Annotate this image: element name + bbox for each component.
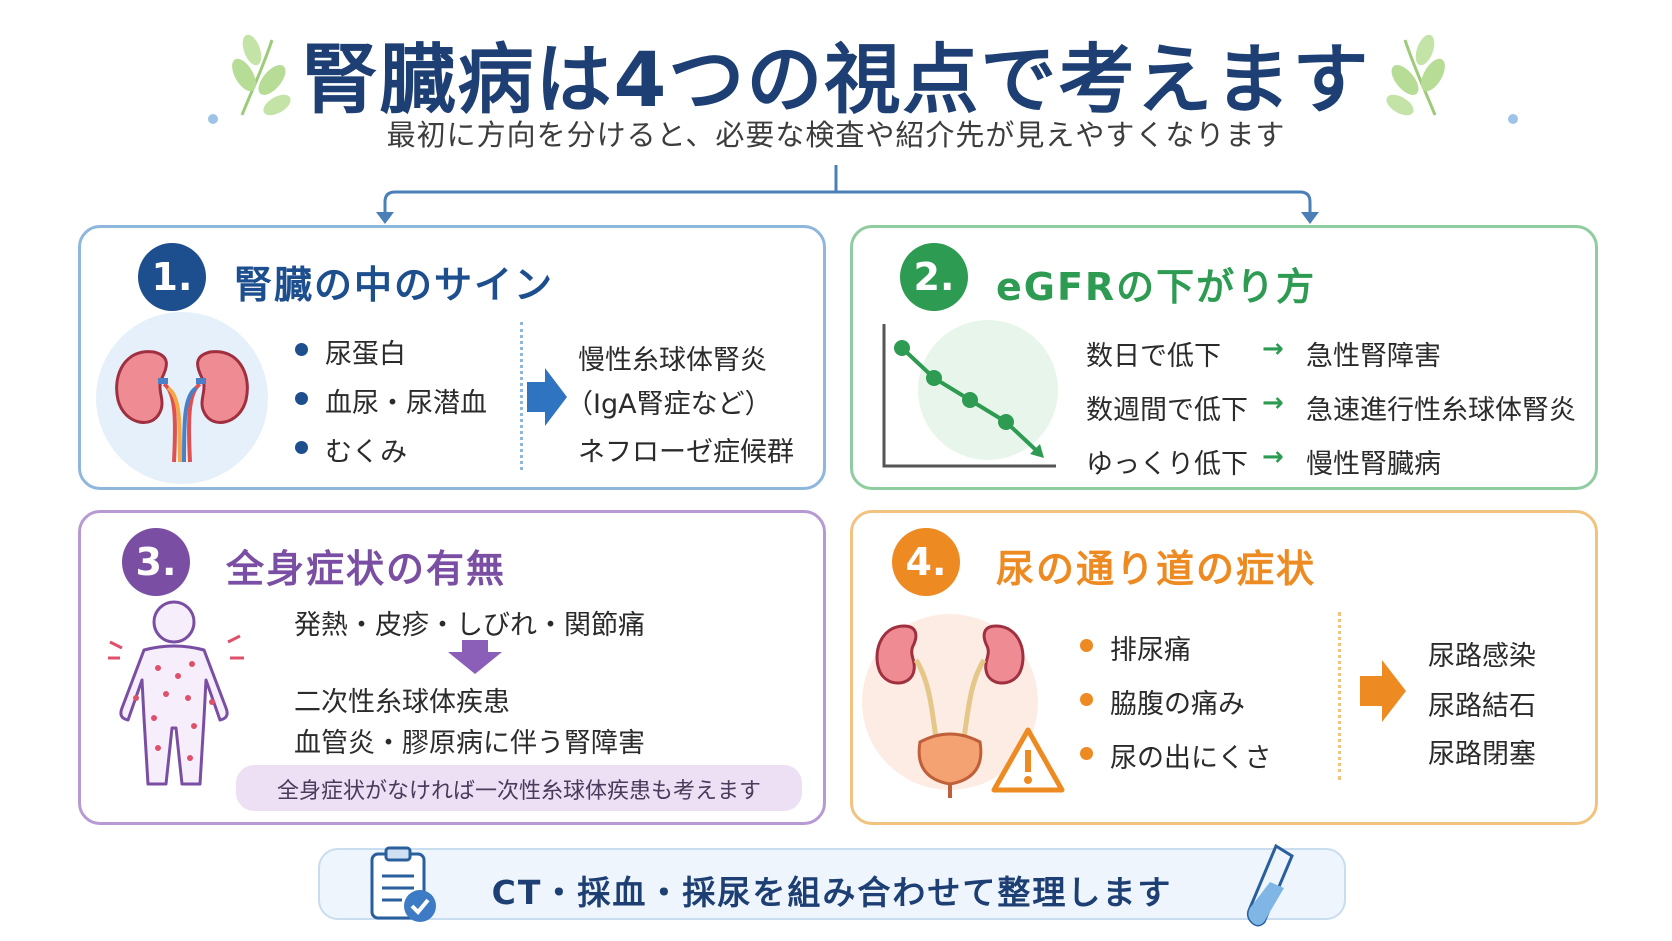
- card-1-bullet-1: 尿蛋白: [325, 339, 406, 370]
- card-2-result-1: 急性腎障害: [1306, 341, 1441, 372]
- card-3-note: 全身症状がなければ一次性糸球体疾患も考えます: [276, 779, 761, 804]
- arrow-right-icon: [1360, 660, 1406, 722]
- footer-bar: [318, 848, 1346, 920]
- urinary-tract-icon: [862, 614, 1038, 798]
- card-4-result-1: 尿路感染: [1428, 641, 1536, 672]
- bullet: [295, 441, 308, 454]
- decor-dot: [1508, 114, 1518, 124]
- card-1-result-2: （IgA腎症など）: [566, 389, 772, 420]
- arrow-right-icon: →: [1262, 388, 1284, 418]
- card-2-cause-3: ゆっくり低下: [1086, 449, 1248, 480]
- card-1-result-1: 慢性糸球体腎炎: [578, 345, 767, 376]
- card-3-result-1: 二次性糸球体疾患: [294, 687, 510, 718]
- bullet: [1080, 747, 1093, 760]
- card-2-cause-1: 数日で低下: [1086, 341, 1221, 372]
- card-4-bullet-3: 尿の出にくさ: [1110, 743, 1272, 774]
- card-3-result-2: 血管炎・膠原病に伴う腎障害: [294, 728, 645, 759]
- branch-connector: [376, 165, 1319, 224]
- page-title: 腎臓病は4つの視点で考えます: [301, 35, 1371, 124]
- card-1-bullet-3: むくみ: [325, 437, 408, 468]
- card-3-number: 3.: [122, 528, 190, 596]
- card-2-cause-2: 数週間で低下: [1086, 395, 1248, 426]
- card-4-result-2: 尿路結石: [1428, 691, 1536, 722]
- card-4-number: 4.: [892, 528, 960, 596]
- arrow-right-icon: [527, 368, 567, 426]
- card-3-title: 全身症状の有無: [226, 547, 507, 591]
- note-pill: [236, 765, 802, 811]
- card-2-result-3: 慢性腎臓病: [1306, 449, 1441, 480]
- arrow-right-icon: →: [1262, 334, 1284, 364]
- bullet: [295, 392, 308, 405]
- card-3-symptoms: 発熱・皮疹・しびれ・関節痛: [294, 610, 645, 641]
- arrow-right-icon: →: [1262, 442, 1284, 472]
- leaf-left-icon: [232, 34, 291, 116]
- bullet: [295, 343, 308, 356]
- kidneys-icon: [96, 312, 268, 484]
- card-2-title: eGFRの下がり方: [996, 265, 1317, 309]
- body-rash-icon: [108, 600, 244, 786]
- declining-graph-icon: [882, 320, 1058, 468]
- card-2-number: 2.: [900, 243, 968, 311]
- decor-dot: [208, 114, 218, 124]
- card-4-bullet-1: 排尿痛: [1110, 635, 1191, 666]
- card-2-result-2: 急速進行性糸球体腎炎: [1306, 395, 1576, 426]
- divider: [520, 322, 523, 470]
- card-1-bullet-2: 血尿・尿潜血: [325, 388, 487, 419]
- card-4-result-3: 尿路閉塞: [1428, 739, 1536, 770]
- bullet: [1080, 693, 1093, 706]
- clipboard-check-icon: [370, 846, 436, 922]
- divider: [1338, 612, 1341, 780]
- leaf-right-icon: [1386, 34, 1445, 116]
- page-subtitle: 最初に方向を分けると、必要な検査や紹介先が見えやすくなります: [386, 118, 1286, 152]
- card-4-bullet-2: 脇腹の痛み: [1110, 689, 1245, 720]
- card-1-title: 腎臓の中のサイン: [234, 263, 555, 307]
- card-1-number: 1.: [138, 243, 206, 311]
- card-1-result-3: ネフローゼ症候群: [578, 437, 794, 468]
- warning-icon: [991, 727, 1065, 793]
- bullet: [1080, 639, 1093, 652]
- arrow-down-icon: [448, 640, 502, 674]
- test-tube-icon: [1246, 843, 1294, 927]
- card-4-title: 尿の通り道の症状: [996, 547, 1317, 591]
- footer-text: CT・採血・採尿を組み合わせて整理します: [491, 873, 1173, 912]
